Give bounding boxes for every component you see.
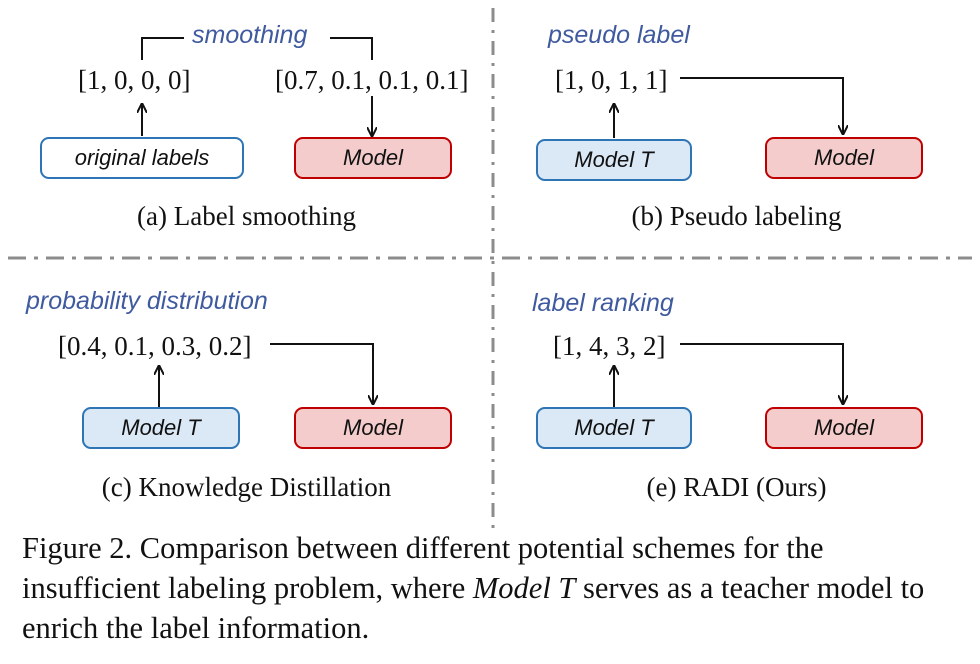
caption-text: Comparison between different potential s…: [22, 531, 824, 605]
smoothing-tag: smoothing: [192, 21, 308, 49]
probability-distribution-tag: probability distribution: [26, 287, 268, 315]
teacher-model-box: Model T: [536, 407, 692, 449]
subcaption-e: (e) RADI (Ours): [646, 472, 827, 502]
arrow-route: [680, 77, 843, 134]
smoothing-bracket: [141, 37, 184, 60]
caption-text-end: serves as a teacher model to enrich the …: [22, 571, 925, 645]
teacher-model-box: Model T: [82, 407, 240, 449]
pseudo-label-tag: pseudo label: [548, 21, 690, 49]
arrow-route: [270, 343, 373, 404]
original-label-vector: [1, 0, 0, 0]: [78, 65, 191, 95]
model-box: Model: [294, 137, 452, 179]
model-box: Model: [765, 137, 923, 179]
model-box: Model: [765, 407, 923, 449]
arrow-route: [680, 343, 843, 404]
ranking-vector: [1, 4, 3, 2]: [553, 331, 666, 361]
original-labels-box: original labels: [40, 137, 244, 179]
subcaption-c: (c) Knowledge Distillation: [101, 472, 392, 502]
teacher-model-box: Model T: [536, 139, 692, 181]
subcaption-b: (b) Pseudo labeling: [631, 201, 842, 231]
label-ranking-tag: label ranking: [532, 289, 674, 317]
smoothing-bracket: [330, 37, 373, 60]
caption-label: Figure 2.: [22, 531, 133, 565]
model-box: Model: [294, 407, 452, 449]
caption-emphasis: Model T: [472, 571, 576, 605]
figure-caption: Figure 2. Comparison between different p…: [22, 528, 967, 648]
soft-label-vector: [0.4, 0.1, 0.3, 0.2]: [58, 331, 252, 361]
subcaption-a: (a) Label smoothing: [137, 201, 356, 231]
pseudo-label-vector: [1, 0, 1, 1]: [555, 65, 668, 95]
smoothed-label-vector: [0.7, 0.1, 0.1, 0.1]: [275, 65, 469, 95]
